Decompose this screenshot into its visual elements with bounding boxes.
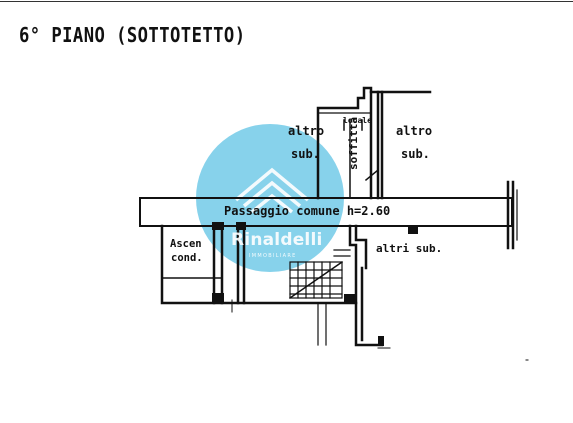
label-altro-sub-left: altro	[288, 124, 325, 138]
label-sub-left: sub.	[291, 147, 320, 161]
watermark-tagline: IMMOBILIARE	[249, 253, 297, 259]
label-soffitta: soffitta	[347, 117, 360, 170]
watermark-brand: Rinaldelli	[231, 230, 323, 250]
dimension-ticks	[231, 299, 529, 361]
floor-title: 6° PIANO (SOTTOTETTO)	[19, 23, 246, 47]
label-ascensore: Ascen	[170, 238, 202, 250]
structural-pillars	[212, 222, 418, 346]
soffitta-partition	[343, 119, 380, 199]
label-altro-sub-right: altro	[396, 124, 433, 138]
label-altri-sub: altri sub.	[376, 242, 443, 255]
label-small-note: locale	[343, 116, 372, 125]
label-passaggio-comune: Passaggio comune h=2.60	[224, 204, 391, 218]
top-border-line	[0, 1, 573, 2]
lower-block-outline	[160, 224, 384, 347]
stairwell	[288, 249, 351, 300]
upper-outline	[316, 86, 432, 200]
label-ascensore-cond: cond.	[171, 252, 203, 264]
label-sub-right: sub.	[401, 147, 430, 161]
corridor-outline	[139, 180, 518, 250]
